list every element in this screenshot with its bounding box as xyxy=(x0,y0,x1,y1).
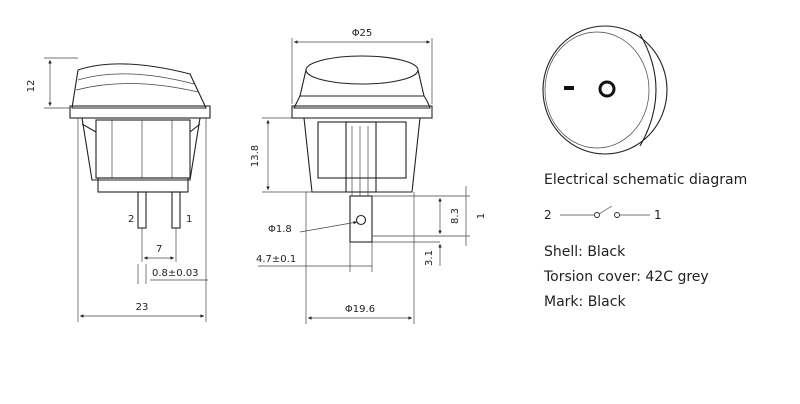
dim-height-12: 12 xyxy=(26,80,37,93)
schematic-title: Electrical schematic diagram xyxy=(544,172,748,188)
dim-diam-19-6: Φ19.6 xyxy=(345,304,375,315)
side-view xyxy=(44,57,211,322)
dim-spacing-7: 7 xyxy=(156,244,162,255)
off-mark-icon xyxy=(564,86,574,90)
dim-height-13-8: 13.8 xyxy=(250,145,261,167)
spec-mark: Mark: Black xyxy=(544,294,626,310)
spec-shell: Shell: Black xyxy=(544,244,626,260)
pin-label-2: 2 xyxy=(128,214,134,225)
dim-1: 1 xyxy=(476,213,487,219)
spec-cover: Torsion cover: 42C grey xyxy=(544,269,709,285)
dim-8-3: 8.3 xyxy=(450,208,461,224)
top-view xyxy=(542,25,668,155)
dim-width-23: 23 xyxy=(136,302,149,313)
pin-label-1: 1 xyxy=(186,214,192,225)
switch-schematic xyxy=(560,205,650,218)
dim-diam-1-8: Φ1.8 xyxy=(268,224,292,235)
dim-diam-25: Φ25 xyxy=(352,28,373,39)
dim-4-7: 4.7±0.1 xyxy=(256,254,296,265)
dim-3-1: 3.1 xyxy=(424,250,435,266)
on-mark-icon xyxy=(598,80,616,98)
schematic-terminal-2: 2 xyxy=(544,208,552,222)
dim-thickness: 0.8±0.03 xyxy=(152,268,199,279)
front-view xyxy=(258,38,470,324)
schematic-terminal-1: 1 xyxy=(654,208,662,222)
